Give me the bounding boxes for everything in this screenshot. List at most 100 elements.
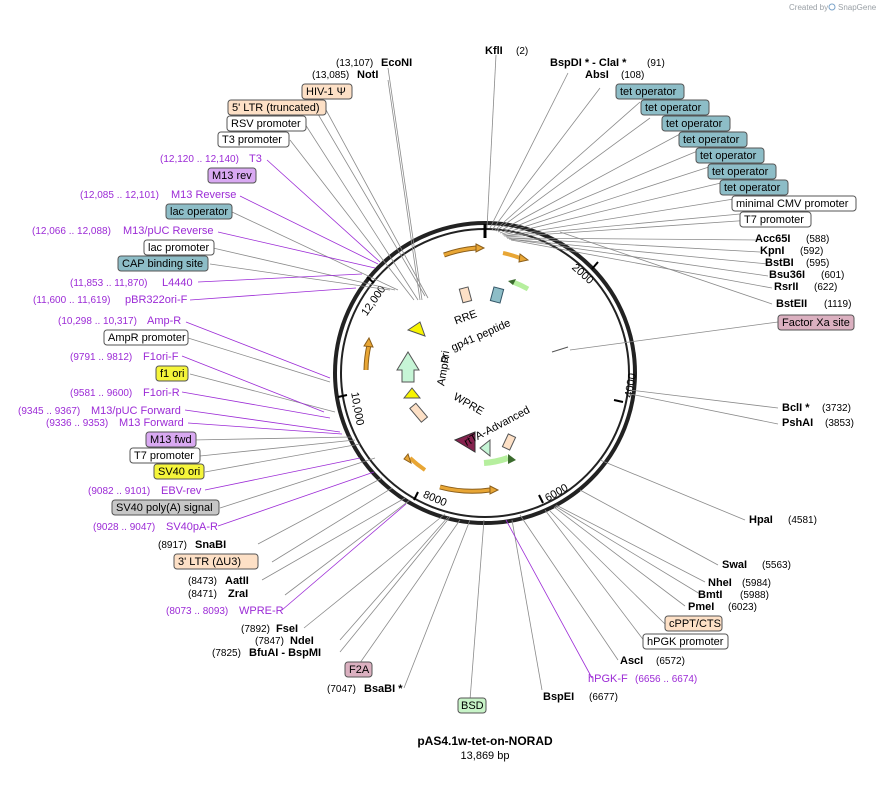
site-ascI: AscI bbox=[620, 655, 643, 667]
box-bsd bbox=[457, 697, 487, 714]
box-factorXa bbox=[777, 314, 855, 331]
primer-f1oriF: F1ori-F bbox=[143, 351, 179, 363]
site-rsrII: RsrII bbox=[774, 281, 798, 293]
primer-lines bbox=[181, 159, 593, 679]
site-kpnI: KpnI bbox=[760, 245, 784, 257]
site-zraI-pos: (8471) bbox=[188, 589, 217, 600]
site-pmeI-pos: (6023) bbox=[728, 602, 757, 613]
primer-f1oriR-pos: (9581 .. 9600) bbox=[70, 388, 132, 399]
arrow-ori bbox=[406, 321, 426, 337]
site-bfuAI: BfuAI - BspMI bbox=[249, 647, 321, 659]
feature-hiv1psi: HIV-1 Ψ bbox=[306, 86, 346, 98]
backbone-outer bbox=[333, 221, 637, 525]
feature-cppt: cPPT/CTS bbox=[669, 618, 721, 630]
site-bsu36I: Bsu36I bbox=[769, 269, 805, 281]
feature-mincmv: minimal CMV promoter bbox=[736, 198, 849, 210]
box-t7prom bbox=[129, 447, 201, 464]
primer-m13pucfwd-pos: (9345 .. 9367) bbox=[18, 406, 80, 417]
primer-ebvrev: EBV-rev bbox=[161, 485, 202, 497]
arrow-head-cmv bbox=[518, 253, 530, 263]
feature-tetop4: tet operator bbox=[683, 134, 740, 146]
arc-minimal-cmv bbox=[502, 251, 521, 260]
plasmid-name: pAS4.1w-tet-on-NORAD bbox=[417, 734, 553, 748]
site-bclI-pos: (3732) bbox=[822, 403, 851, 414]
arc-3ltr bbox=[408, 456, 427, 472]
feature-rsv: RSV promoter bbox=[231, 118, 301, 130]
feature-f1ori: f1 ori bbox=[160, 368, 184, 380]
box-tetop6 bbox=[707, 163, 777, 180]
site-notI: NotI bbox=[357, 69, 378, 81]
brand-text: SnapGene bbox=[838, 3, 877, 12]
feature-boxes: HIV-1 Ψ 5' LTR (truncated) RSV promoter … bbox=[103, 83, 857, 714]
feature-t7promR: T7 promoter bbox=[744, 214, 804, 226]
box-ampRprom bbox=[103, 329, 189, 346]
feature-tetop5: tet operator bbox=[700, 150, 757, 162]
primer-ampR: Amp-R bbox=[147, 315, 181, 327]
feature-tetop2: tet operator bbox=[645, 102, 702, 114]
inner-ori: ori bbox=[438, 350, 452, 364]
feature-arrows bbox=[363, 243, 569, 495]
tick-12000 bbox=[366, 276, 375, 284]
site-swaI-pos: (5563) bbox=[762, 560, 791, 571]
primer-m13rev: M13 Reverse bbox=[171, 189, 236, 201]
site-rsrII-pos: (622) bbox=[814, 282, 837, 293]
site-pshAI-pos: (3853) bbox=[825, 418, 854, 429]
box-mincmv bbox=[731, 195, 857, 212]
leader-lines bbox=[187, 54, 779, 701]
site-hpaI-pos: (4581) bbox=[788, 515, 817, 526]
box-tetop5 bbox=[695, 147, 765, 164]
primer-hpgkF: hPGK-F bbox=[588, 673, 628, 685]
arrow-ampR bbox=[396, 351, 420, 383]
arrow-head-5ltr bbox=[475, 243, 486, 253]
site-bfuAI-pos: (7825) bbox=[212, 648, 241, 659]
snapgene-logo-icon bbox=[828, 3, 836, 11]
primer-m13fwdP: M13 Forward bbox=[119, 417, 184, 429]
plasmid-title: pAS4.1w-tet-on-NORAD 13,869 bp bbox=[417, 734, 553, 762]
feature-sv40ori: SV40 ori bbox=[158, 466, 200, 478]
credit-text: Created by bbox=[789, 3, 828, 12]
arrow-head-ampR-left bbox=[363, 336, 374, 348]
primer-m13rev-pos: (12,085 .. 12,101) bbox=[80, 190, 159, 201]
site-bspEI: BspEI bbox=[543, 691, 574, 703]
site-bclI: BclI * bbox=[782, 402, 810, 414]
site-acc65I: Acc65I bbox=[755, 233, 790, 245]
box-lacop bbox=[165, 203, 233, 220]
block-wpre bbox=[409, 402, 429, 423]
site-nheI: NheI bbox=[708, 577, 732, 589]
site-pmeI: PmeI bbox=[688, 601, 714, 613]
arrow-f1ori bbox=[402, 387, 422, 399]
feature-tetop7: tet operator bbox=[724, 182, 781, 194]
plasmid-size: 13,869 bp bbox=[461, 750, 510, 762]
feature-tetop1: tet operator bbox=[620, 86, 677, 98]
site-bmtI-pos: (5988) bbox=[740, 590, 769, 601]
site-nheI-pos: (5984) bbox=[742, 578, 771, 589]
primer-pbr322: pBR322ori-F bbox=[125, 294, 188, 306]
site-snaBI: SnaBI bbox=[195, 539, 226, 551]
primer-f1oriR: F1ori-R bbox=[143, 387, 180, 399]
feature-m13fwd: M13 fwd bbox=[150, 434, 192, 446]
site-snaBI-pos: (8917) bbox=[158, 540, 187, 551]
box-m13revF bbox=[207, 167, 257, 184]
site-bspDI: BspDI * - ClaI * bbox=[550, 57, 627, 69]
site-bsaBI-pos: (7047) bbox=[327, 684, 356, 695]
site-absI: AbsI bbox=[585, 69, 609, 81]
feature-bsd: BSD bbox=[461, 700, 484, 712]
site-fseI-pos: (7892) bbox=[241, 624, 270, 635]
site-bspDI-pos: (91) bbox=[647, 58, 665, 69]
box-sv40ori bbox=[153, 463, 205, 480]
inner-labels: RRE gp41 peptide AmpR ori WPRE rtTA-Adva… bbox=[435, 308, 532, 449]
box-ltr3 bbox=[173, 553, 259, 570]
arrow-head-3ltr bbox=[403, 452, 412, 465]
primer-t3-pos: (12,120 .. 12,140) bbox=[160, 154, 239, 165]
box-tetop2 bbox=[640, 99, 710, 116]
site-labels: (13,107) EcoNI (13,085) NotI KflI (2) Bs… bbox=[158, 45, 854, 703]
site-aatII-pos: (8473) bbox=[188, 576, 217, 587]
site-bsaBI: BsaBI * bbox=[364, 683, 403, 695]
block-cppt bbox=[501, 433, 517, 451]
arrow-head-norad bbox=[508, 279, 516, 285]
box-t7promR bbox=[739, 211, 812, 228]
tick-label-10000: 10,000 bbox=[348, 391, 366, 426]
block-tetop bbox=[489, 286, 505, 304]
feature-t3prom: T3 promoter bbox=[222, 134, 282, 146]
tick-8000 bbox=[413, 491, 419, 501]
